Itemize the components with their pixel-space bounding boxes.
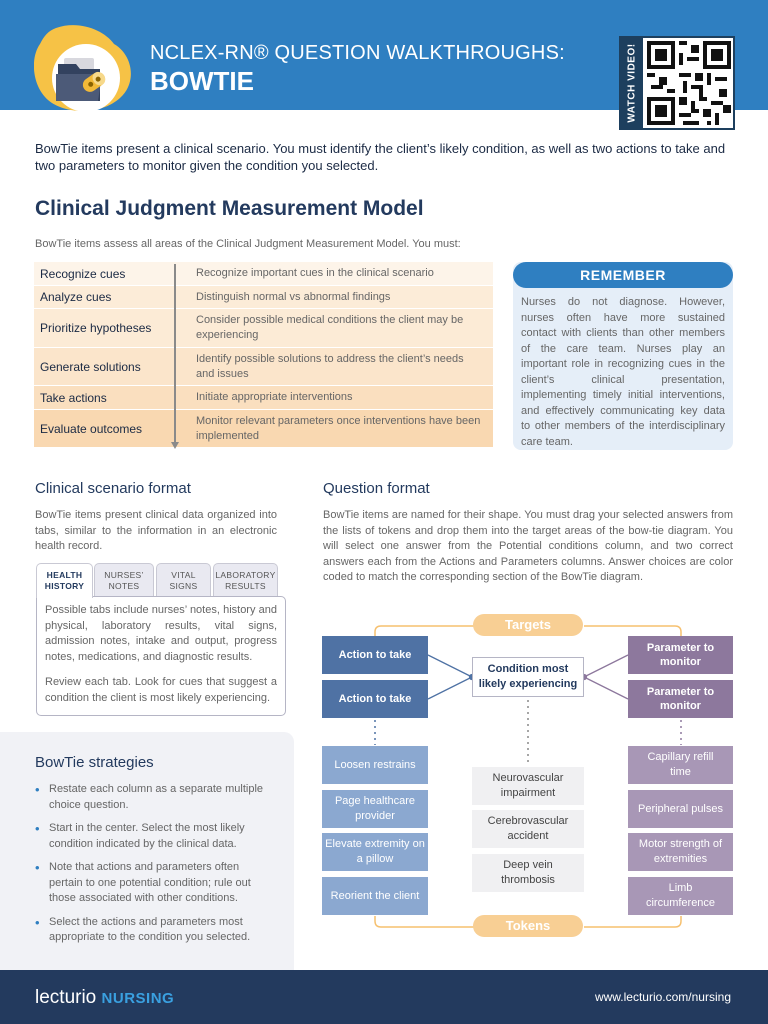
scenario-text: BowTie items present clinical data organ… bbox=[35, 509, 277, 552]
strategies-list: Restate each column as a separate multip… bbox=[35, 782, 275, 954]
watch-video-label: WATCH VIDEO! bbox=[626, 43, 638, 123]
qr-code-icon bbox=[647, 41, 731, 125]
table-row: Prioritize hypotheses Consider possible … bbox=[34, 309, 493, 348]
progress-arrow-line bbox=[174, 264, 176, 444]
strategies-title: BowTie strategies bbox=[35, 754, 154, 771]
cjmm-step: Generate solutions bbox=[40, 359, 141, 374]
tab-panel-text: Review each tab. Look for cues that sugg… bbox=[45, 676, 277, 704]
list-item: Note that actions and parameters often p… bbox=[35, 860, 275, 907]
cjmm-description: Recognize important cues in the clinical… bbox=[196, 267, 434, 279]
tab-label: HISTORY bbox=[44, 581, 85, 591]
action-token[interactable]: Loosen restrains bbox=[322, 746, 428, 784]
logo-text: lecturio bbox=[35, 987, 97, 1008]
tab-label: NURSES’ bbox=[104, 570, 144, 580]
cjmm-table: Recognize cues Recognize important cues … bbox=[34, 262, 493, 449]
header-subtitle: NCLEX-RN® QUESTION WALKTHROUGHS: bbox=[150, 42, 565, 64]
cjmm-description: Monitor relevant parameters once interve… bbox=[196, 414, 481, 442]
cjmm-step: Recognize cues bbox=[40, 266, 126, 281]
list-item: Restate each column as a separate multip… bbox=[35, 782, 275, 813]
question-title: Question format bbox=[323, 480, 430, 497]
table-row: Analyze cues Distinguish normal vs abnor… bbox=[34, 286, 493, 309]
cjmm-title: Clinical Judgment Measurement Model bbox=[35, 197, 424, 220]
footer-link[interactable]: www.lecturio.com/nursing bbox=[594, 990, 731, 1004]
table-row: Evaluate outcomes Monitor relevant param… bbox=[34, 410, 493, 448]
lecturio-logo[interactable]: lecturio NURSING bbox=[35, 987, 174, 1009]
tab-panel-text: Possible tabs include nurses’ notes, his… bbox=[45, 604, 277, 663]
tab-label: RESULTS bbox=[225, 581, 266, 591]
tab-label: LABORATORY bbox=[215, 570, 276, 580]
tab-label: HEALTH bbox=[46, 570, 83, 580]
parameter-target-1[interactable]: Parameter to monitor bbox=[628, 636, 733, 674]
action-token[interactable]: Elevate extremity on a pillow bbox=[322, 833, 428, 871]
cjmm-description: Initiate appropriate interventions bbox=[196, 391, 353, 403]
remember-title: REMEMBER bbox=[513, 262, 733, 288]
table-row: Take actions Initiate appropriate interv… bbox=[34, 386, 493, 410]
folder-pill-icon bbox=[34, 25, 131, 112]
header-title: BOWTIE bbox=[150, 66, 254, 96]
action-token[interactable]: Reorient the client bbox=[322, 877, 428, 915]
cjmm-description: Distinguish normal vs abnormal findings bbox=[196, 290, 391, 303]
parameter-token[interactable]: Limb circumference bbox=[628, 877, 733, 915]
condition-target[interactable]: Condition most likely experiencing bbox=[472, 657, 584, 697]
tab-nurses-notes[interactable]: NURSES’ NOTES bbox=[94, 563, 154, 597]
cjmm-description: Consider possible medical conditions the… bbox=[196, 314, 464, 341]
qr-code-panel[interactable]: WATCH VIDEO! bbox=[619, 36, 735, 130]
remember-text: Nurses do not diagnose. However, nurses … bbox=[521, 296, 725, 448]
cjmm-description: Identify possible solutions to address t… bbox=[196, 352, 464, 380]
action-target-1[interactable]: Action to take bbox=[322, 636, 428, 674]
question-text: BowTie items are named for their shape. … bbox=[323, 509, 733, 583]
cjmm-step: Prioritize hypotheses bbox=[40, 321, 152, 335]
logo-suffix: NURSING bbox=[101, 990, 175, 1007]
intro-text: BowTie items present a clinical scenario… bbox=[35, 141, 726, 173]
condition-token[interactable]: Neurovascular impairment bbox=[472, 767, 584, 805]
condition-token[interactable]: Deep vein thrombosis bbox=[472, 854, 584, 892]
strategies-panel: BowTie strategies Restate each column as… bbox=[0, 732, 294, 970]
cjmm-step: Analyze cues bbox=[40, 290, 112, 304]
parameter-token[interactable]: Motor strength of extremities bbox=[628, 833, 733, 871]
cjmm-lead: BowTie items assess all areas of the Cli… bbox=[35, 238, 461, 250]
condition-token[interactable]: Cerebrovascular accident bbox=[472, 810, 584, 848]
tab-vital-signs[interactable]: VITAL SIGNS bbox=[156, 563, 211, 597]
scenario-title: Clinical scenario format bbox=[35, 480, 191, 497]
action-target-2[interactable]: Action to take bbox=[322, 680, 428, 718]
parameter-target-2[interactable]: Parameter to monitor bbox=[628, 680, 733, 718]
list-item: Select the actions and parameters most a… bbox=[35, 915, 275, 946]
footer: lecturio NURSING www.lecturio.com/nursin… bbox=[0, 970, 768, 1024]
tab-laboratory-results[interactable]: LABORATORY RESULTS bbox=[213, 563, 278, 597]
tab-label: NOTES bbox=[108, 581, 140, 591]
tokens-label: Tokens bbox=[473, 915, 583, 937]
parameter-token[interactable]: Peripheral pulses bbox=[628, 790, 733, 828]
table-row: Recognize cues Recognize important cues … bbox=[34, 262, 493, 286]
targets-label: Targets bbox=[473, 614, 583, 636]
remember-box: REMEMBER Nurses do not diagnose. However… bbox=[513, 262, 733, 450]
action-token[interactable]: Page healthcare provider bbox=[322, 790, 428, 828]
list-item: Start in the center. Select the most lik… bbox=[35, 821, 275, 852]
watch-video-label-strip: WATCH VIDEO! bbox=[621, 38, 643, 128]
arrow-down-icon bbox=[171, 442, 179, 449]
parameter-token[interactable]: Capillary refill time bbox=[628, 746, 733, 784]
cjmm-step: Evaluate outcomes bbox=[40, 421, 143, 436]
tab-label: SIGNS bbox=[169, 581, 198, 591]
tab-label: VITAL bbox=[171, 570, 196, 580]
table-row: Generate solutions Identify possible sol… bbox=[34, 348, 493, 386]
cjmm-step: Take actions bbox=[40, 390, 107, 405]
tab-panel: Possible tabs include nurses’ notes, his… bbox=[36, 596, 286, 716]
tab-health-history[interactable]: HEALTH HISTORY bbox=[36, 563, 93, 598]
